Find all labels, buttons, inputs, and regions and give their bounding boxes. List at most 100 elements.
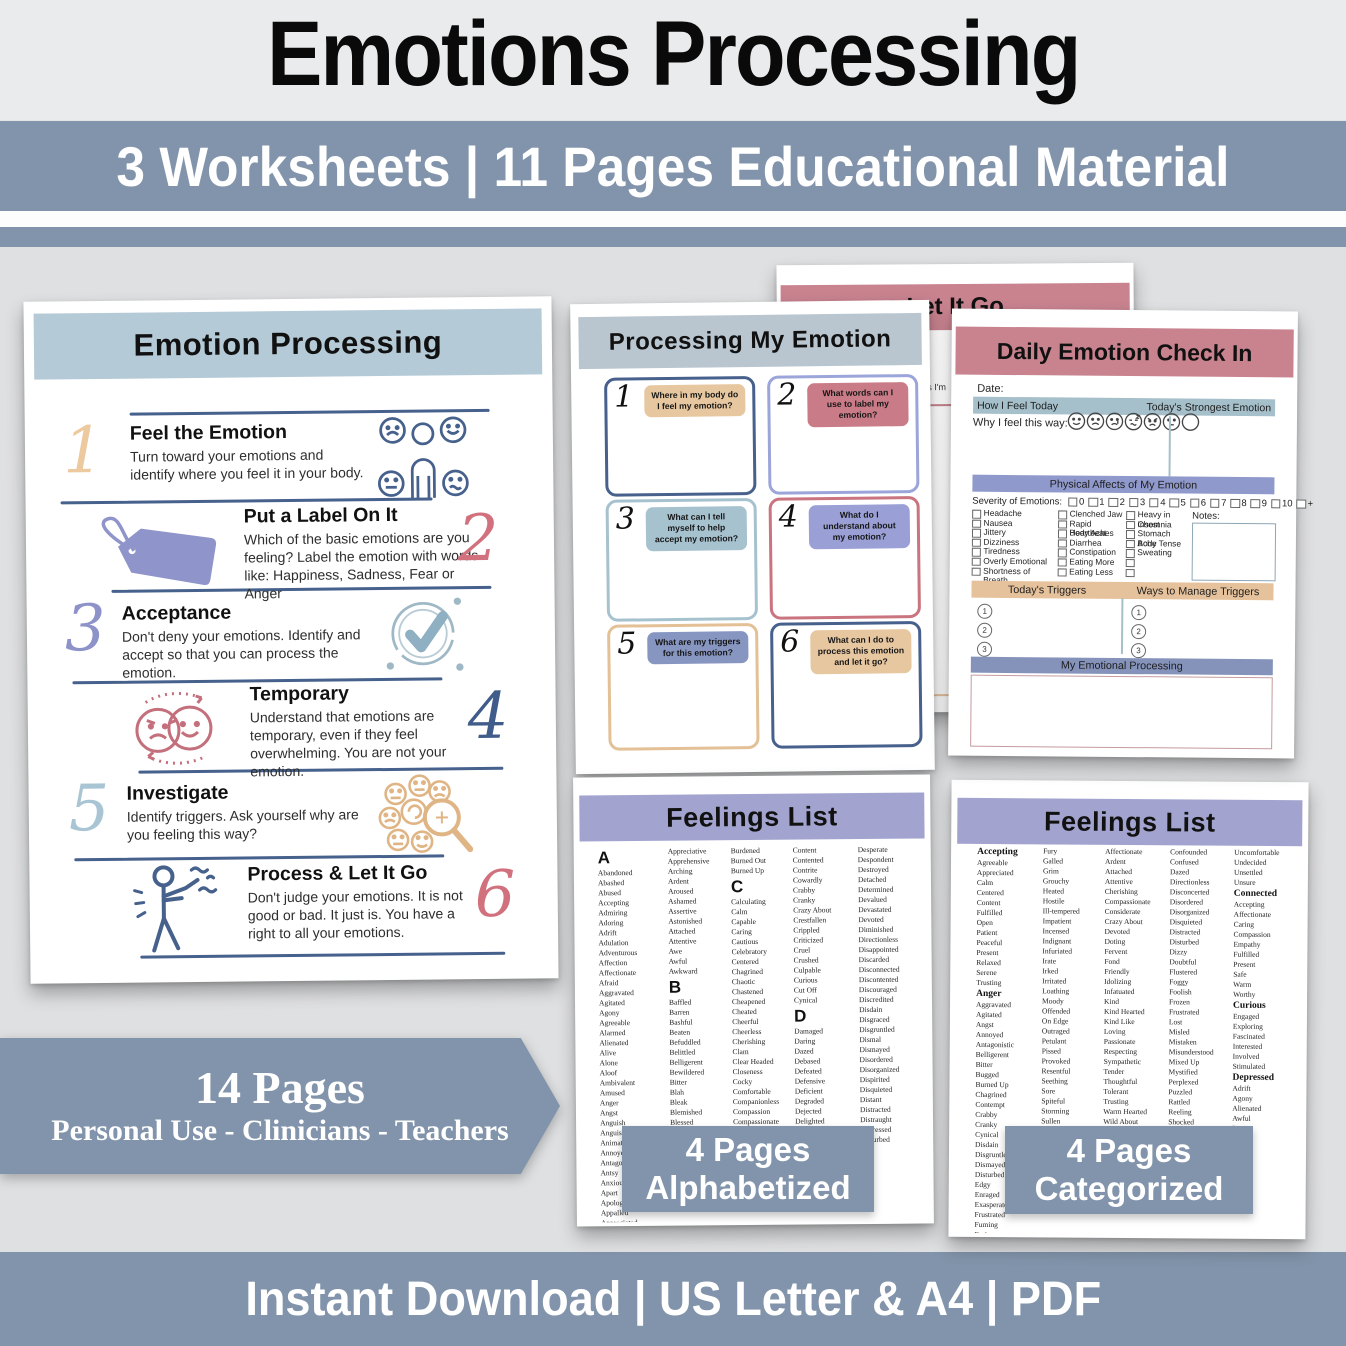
feeling-word: Contrite [792,865,818,875]
step-text: Feel the Emotion Turn toward your emotio… [130,420,366,484]
circled-number: 2 [1131,624,1147,640]
symptom-checkbox-row [1125,568,1188,578]
feeling-word: Irked [1042,966,1059,976]
feeling-word: Rattled [1168,1097,1191,1107]
feeling-word: Bewildered [669,1067,705,1077]
feeling-word: Contempt [975,1099,1005,1110]
feeling-word: Directionless [858,934,899,945]
step-title: Temporary [249,682,350,706]
feeling-word: Aggravated [976,999,1012,1010]
feeling-word: Appreciative [667,846,707,856]
neutral-face-icon [1162,413,1181,431]
feeling-word: Offended [1041,1006,1071,1016]
feeling-word: Spiteful [1041,1096,1066,1106]
step-title: Acceptance [121,601,232,625]
feeling-word: Infatuated [1104,986,1135,997]
question-label: Where in my body do I feel my emotion? [644,384,746,418]
worksheet-emotion-processing: Emotion Processing 1 Feel the Emotion Tu… [23,296,559,984]
checkbox-icon [971,548,981,557]
feeling-word: Ill-tempered [1042,906,1080,916]
feeling-word: Stimulated [1232,1061,1266,1071]
feeling-word: Directionless [1169,877,1210,887]
checkbox-icon [1057,529,1067,539]
feelings-alpha-title: Feelings List [665,800,838,833]
emotional-processing-bar: My Emotional Processing [970,656,1273,676]
feeling-word: Comfortable [732,1086,771,1097]
feeling-word: Alone [599,1058,618,1068]
severity-option: 3 [1128,497,1145,508]
feeling-word: Burned Out [730,855,767,866]
feeling-word: Discarded [858,954,890,965]
severity-value: 5 [1180,497,1186,509]
feeling-word: Accepting [1233,899,1265,909]
checkbox-icon [1067,497,1078,507]
step-body: Don't judge your emotions. It is not goo… [247,887,463,942]
feeling-word: Trusting [976,977,1002,988]
feeling-word: Compassion [1233,929,1271,939]
feeling-word: Aggravated [598,988,634,998]
feeling-word: Cranky [793,895,816,905]
category-header: Connected [1233,888,1278,900]
feeling-word: Disordered [859,1054,893,1065]
feeling-word: Calculating [731,896,766,907]
feeling-word: Disturbed [1169,937,1200,947]
feeling-word: Affectionate [598,968,637,978]
feeling-word: Foggy [1169,977,1189,987]
feeling-word: Cowardly [792,875,823,885]
footer-text: Instant Download | US Letter & A4 | PDF [245,1272,1101,1326]
badge-4-pages-categorized: 4 Pages Categorized [1005,1126,1253,1214]
feeling-word: Determined [857,884,894,895]
feeling-word: Cut Off [793,985,817,995]
magnifier-faces-icon [373,771,486,856]
feeling-word: Burdened [730,845,760,856]
feeling-word: Petulant [1041,1036,1067,1046]
feeling-word: Mystified [1168,1067,1198,1077]
feeling-word: Bitter [669,1077,687,1087]
symptom-label: Eating Less [1069,566,1113,577]
feeling-word: Bitter [975,1059,993,1070]
checkbox-icon [1169,498,1180,508]
feeling-word: Cocky [732,1077,753,1087]
feeling-word: Defeated [794,1066,822,1076]
feeling-word: Storming [1041,1106,1070,1116]
feeling-word: Agreeable [976,857,1008,868]
feeling-word: Annoyed [975,1029,1004,1040]
feeling-word: Agitated [975,1009,1002,1020]
feeling-word: Disgraced [859,1014,890,1025]
symptom-label: Sweating [1137,547,1172,558]
feelings-cat-title: Feelings List [1043,805,1216,838]
feeling-word: Ashamed [668,896,697,906]
feeling-word: Cheerful [732,1016,759,1027]
feeling-word: Crippled [793,925,820,935]
daily-header: Daily Emotion Check In [955,326,1294,378]
feeling-word: Distracted [1169,927,1201,937]
divider-stripe-white [0,211,1346,227]
feeling-word: Crabby [975,1109,998,1120]
feeling-word: Contented [792,855,824,865]
feeling-word: Cheapened [731,996,766,1007]
checkbox-icon [972,509,981,519]
question-label: What can I do to process this emotion an… [810,629,912,674]
severity-option: 10 [1270,498,1293,509]
feeling-word: Cheated [732,1006,757,1017]
feeling-word: Outraged [1041,1026,1070,1036]
feeling-word: Seething [1041,1076,1068,1086]
feeling-word: Ardent [1105,856,1126,866]
feeling-word: Agreeable [599,1018,631,1028]
feeling-word: Capable [731,916,756,927]
severity-value: 6 [1200,497,1207,509]
angry-face-icon [1143,413,1162,431]
step-number: 1 [62,413,105,489]
severity-option: 7 [1210,498,1226,509]
feeling-word: Ardent [667,876,689,886]
feeling-word: Companionless [732,1096,780,1107]
feeling-word: Ambivalent [599,1078,636,1088]
step-number: 4 [467,679,509,755]
feeling-word: Warm Hearted [1103,1106,1148,1117]
step-title: Feel the Emotion [129,421,288,445]
severity-value: 1 [1099,496,1105,508]
feeling-word: Calm [976,877,994,888]
feeling-word: Centered [976,887,1004,898]
feeling-word: Awe [668,946,683,956]
